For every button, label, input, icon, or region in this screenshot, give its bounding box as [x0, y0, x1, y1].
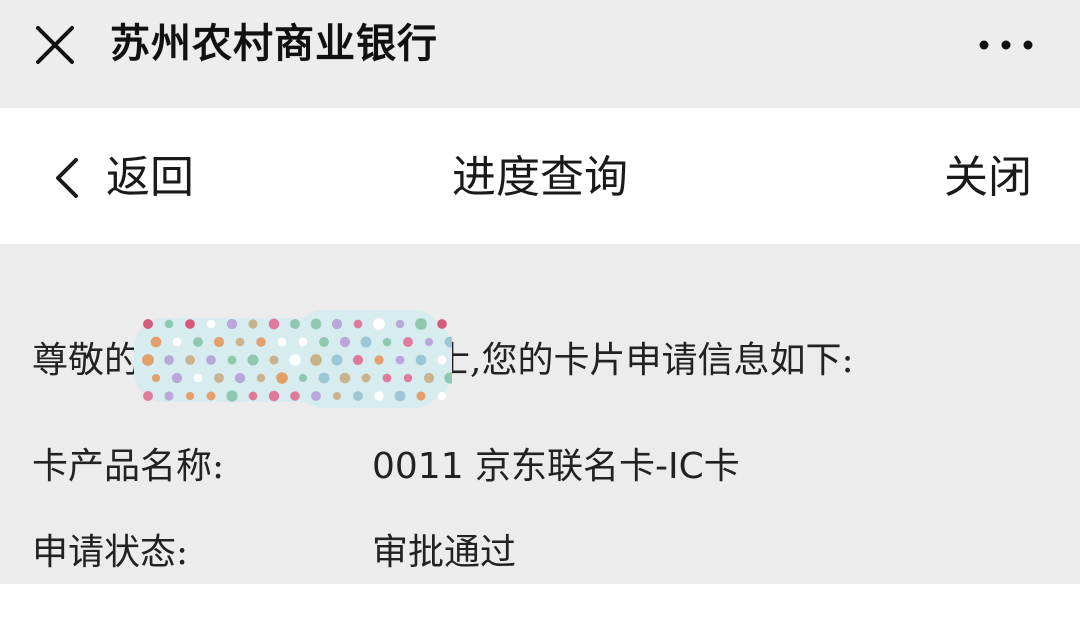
mosaic-dot	[213, 336, 225, 348]
mosaic-dot	[437, 319, 447, 329]
mosaic-dot	[193, 337, 203, 347]
mosaic-dot	[374, 391, 384, 401]
app-header: 苏州农村商业银行	[0, 0, 1080, 108]
page-bottom	[0, 584, 1080, 642]
card-product-value: 0011 京东联名卡-IC卡	[372, 446, 740, 487]
mosaic-dot	[185, 391, 195, 401]
mosaic-dot	[206, 391, 216, 401]
mosaic-dot	[339, 336, 351, 348]
mosaic-dot	[171, 372, 183, 384]
mosaic-dot	[234, 372, 246, 384]
close-icon[interactable]	[34, 24, 76, 66]
mosaic-dot	[339, 372, 351, 384]
status-label: 申请状态:	[32, 532, 189, 573]
mosaic-dot	[444, 372, 452, 384]
mosaic-dot	[310, 318, 322, 330]
mosaic-dot	[268, 318, 280, 330]
mosaic-dot	[277, 337, 287, 347]
mosaic-dot	[310, 354, 322, 366]
mosaic-dot	[235, 337, 245, 347]
mosaic-dot	[214, 373, 224, 383]
mosaic-dot	[185, 355, 195, 365]
back-button[interactable]: 返回	[52, 148, 194, 208]
mosaic-dot	[256, 337, 266, 347]
mosaic-dot	[382, 337, 392, 347]
mosaic-dot	[361, 373, 371, 383]
mosaic-dot	[143, 319, 153, 329]
mosaic-dot	[269, 355, 279, 365]
mosaic-dot	[150, 336, 162, 348]
mosaic-dot	[290, 391, 300, 401]
mosaic-dot	[318, 372, 330, 384]
mosaic-dot	[290, 319, 300, 329]
mosaic-dot	[444, 336, 452, 348]
mosaic-dot	[374, 355, 384, 365]
mosaic-dot	[276, 372, 288, 384]
redaction-mosaic	[134, 310, 452, 408]
application-info: 尊敬的 士,您的卡片申请信息如下: 卡产品名称: 0011 京东联名卡-IC卡 申…	[0, 244, 1080, 584]
mosaic-dot	[416, 391, 426, 401]
mosaic-dot	[206, 355, 216, 365]
mosaic-dot	[403, 337, 413, 347]
mosaic-dot	[423, 372, 435, 384]
mosaic-dot	[424, 337, 434, 347]
mosaic-dot	[353, 319, 363, 329]
mosaic-dot	[289, 354, 301, 366]
mosaic-dot	[395, 355, 405, 365]
mosaic-dot	[268, 390, 280, 402]
greeting-text: 尊敬的 士,您的卡片申请信息如下:	[32, 336, 854, 386]
mosaic-dot	[437, 391, 447, 401]
page-title: 进度查询	[452, 152, 628, 203]
mosaic-dot	[298, 337, 308, 347]
mosaic-dot	[164, 355, 174, 365]
mosaic-dot	[227, 355, 237, 365]
mosaic-dot	[382, 373, 392, 383]
status-value: 审批通过	[372, 532, 517, 573]
mosaic-dot	[172, 337, 182, 347]
mosaic-dot	[143, 391, 153, 401]
mosaic-dot	[331, 318, 343, 330]
mosaic-dot	[164, 391, 174, 401]
mosaic-dot	[394, 390, 406, 402]
greeting-prefix: 尊敬的	[32, 340, 141, 381]
mosaic-dot	[403, 373, 413, 383]
mosaic-dot	[332, 391, 342, 401]
mosaic-dot	[352, 354, 364, 366]
app-title: 苏州农村商业银行	[110, 20, 438, 67]
mosaic-dot	[353, 391, 363, 401]
mosaic-dot	[226, 390, 238, 402]
mosaic-dot	[151, 373, 161, 383]
mosaic-dot	[311, 391, 321, 401]
mosaic-dot	[164, 319, 174, 329]
mosaic-dot	[298, 373, 308, 383]
mosaic-dot	[248, 319, 258, 329]
mosaic-dot	[415, 318, 427, 330]
card-product-label: 卡产品名称:	[32, 446, 225, 487]
nav-bar: 返回 进度查询 关闭	[0, 108, 1080, 244]
greeting-suffix: 士,您的卡片申请信息如下:	[434, 340, 854, 381]
mosaic-dot	[395, 319, 405, 329]
more-icon[interactable]	[978, 38, 1034, 52]
mosaic-dot	[185, 319, 195, 329]
mosaic-dot	[437, 355, 447, 365]
mosaic-dot	[319, 337, 329, 347]
mosaic-dot	[360, 336, 372, 348]
mosaic-dot	[373, 318, 385, 330]
mosaic-dot	[331, 354, 343, 366]
mosaic-dot	[142, 354, 154, 366]
mosaic-dot	[226, 318, 238, 330]
close-button[interactable]: 关闭	[944, 152, 1032, 203]
chevron-left-icon	[56, 158, 78, 198]
mosaic-dot	[256, 373, 266, 383]
mosaic-dot	[248, 391, 258, 401]
mosaic-dot	[415, 354, 427, 366]
mosaic-dot	[206, 319, 216, 329]
mosaic-dot	[247, 354, 259, 366]
mosaic-dot	[193, 373, 203, 383]
back-label: 返回	[106, 152, 194, 203]
